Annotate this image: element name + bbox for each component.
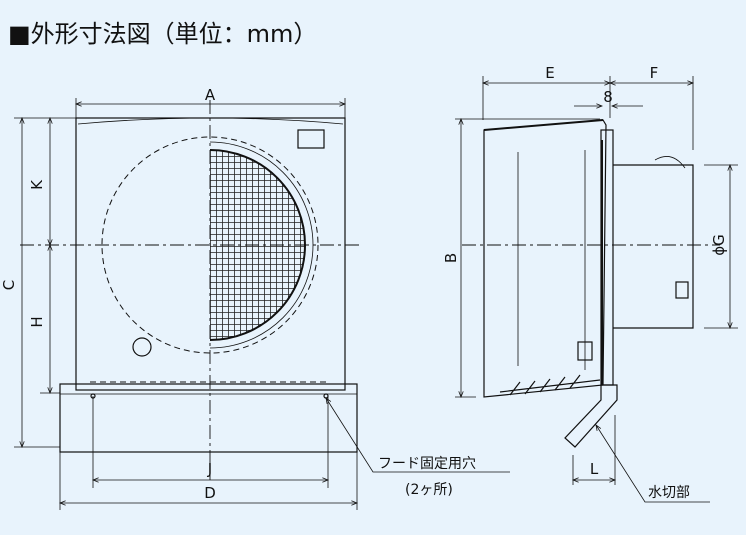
dimension-lines-side: [455, 76, 738, 503]
dim-label-k: K: [28, 179, 46, 190]
dimension-lines-front: [14, 98, 510, 510]
dim-label-a: A: [205, 86, 216, 104]
dim-label-c: C: [0, 280, 18, 290]
dim-label-8: 8: [603, 88, 613, 106]
dim-label-b: B: [442, 253, 460, 263]
dim-label-j: J: [207, 460, 212, 478]
hood-hole-count-note: (2ヶ所): [405, 482, 453, 498]
dim-label-e: E: [545, 64, 554, 82]
dim-label-l: L: [590, 460, 599, 478]
front-view: [20, 100, 362, 480]
dim-label-g: ϕG: [710, 234, 728, 256]
drip-note: 水切部: [648, 485, 690, 501]
hood-hole-note: フード固定用穴: [378, 456, 476, 472]
dim-label-f: F: [650, 64, 659, 82]
dim-label-h: H: [28, 316, 46, 327]
dim-label-d: D: [204, 484, 216, 502]
side-view: [462, 119, 720, 448]
page-title: ■外形寸法図（単位：mm）: [8, 20, 318, 48]
